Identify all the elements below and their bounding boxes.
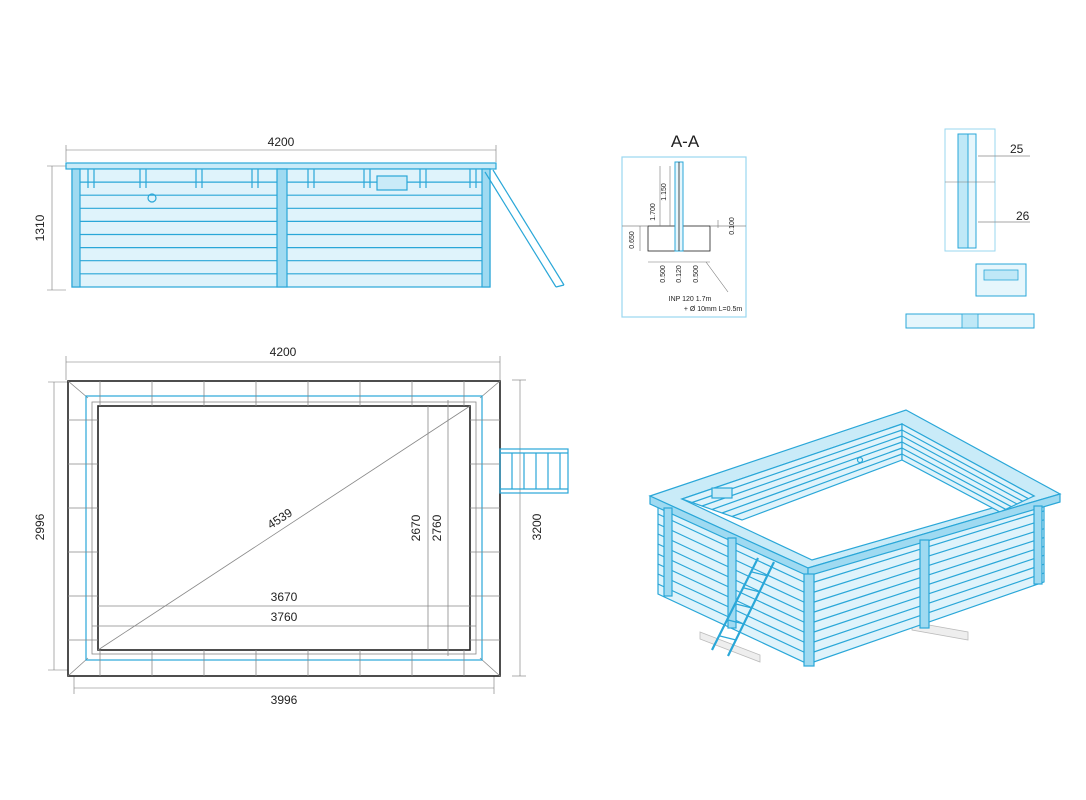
- section-note-line-1: INP 120 1.7m: [669, 296, 712, 303]
- section-note-line-2: + Ø 10mm L=0.5m: [684, 306, 743, 313]
- section-a-a: A-A 1.700 1.150 0.650 0.100 0.500 0.120 …: [621, 132, 747, 318]
- section-dim-0100: 0.100: [729, 217, 736, 235]
- plan-right-depth-label: 3200: [530, 513, 544, 540]
- section-dim-0120: 0.120: [676, 265, 683, 283]
- front-width-label: 4200: [268, 135, 295, 149]
- skimmer-3d: [711, 487, 733, 499]
- plan-inner-length-1: 3670: [271, 590, 298, 604]
- front-ladder: [484, 169, 565, 288]
- plan-bottom-width-label: 3996: [271, 693, 298, 707]
- plan-diagonal-label: 4539: [265, 505, 295, 531]
- front-post-right: [481, 168, 491, 288]
- plan-top-width-label: 4200: [270, 345, 297, 359]
- front-post-middle: [276, 168, 288, 288]
- perspective-view: [648, 409, 1062, 667]
- inlet-3d: [856, 456, 864, 464]
- inner-plank-line: [711, 441, 903, 511]
- plan-view: 4200 3996 2996 3200 4539 2670 2760: [33, 345, 569, 707]
- plan-inner-pool: [97, 405, 471, 651]
- inner-plank-line: [901, 453, 1006, 510]
- section-dim-1150: 1.150: [661, 183, 668, 201]
- front-coping: [65, 162, 497, 170]
- callout-26: 26: [1016, 209, 1030, 223]
- front-elevation: 4200 1310: [33, 135, 565, 291]
- callout-25: 25: [1010, 142, 1024, 156]
- front-height-label: 1310: [33, 214, 47, 241]
- plan-outer-frame: [67, 380, 501, 677]
- connector-detail: 25 26: [905, 128, 1035, 329]
- inner-plank-line: [901, 447, 1012, 508]
- plan-diagonal: [97, 405, 471, 651]
- inner-plank-line: [701, 435, 903, 507]
- section-dim-1700: 1.700: [650, 203, 657, 221]
- inner-plank-line: [901, 429, 1029, 500]
- skimmer-opening: [376, 175, 408, 191]
- plan-inner-depth-2: 2760: [430, 514, 444, 541]
- plan-ladder: [499, 448, 569, 494]
- ladder-3d: [711, 557, 775, 657]
- plan-inner-depth-1: 2670: [409, 514, 423, 541]
- section-dim-0650: 0.650: [629, 231, 636, 249]
- inlet-nozzle: [147, 193, 157, 203]
- inner-plank-line: [731, 453, 903, 518]
- inner-plank-line: [721, 447, 903, 514]
- inner-plank-line: [901, 441, 1018, 505]
- front-post-left: [71, 168, 81, 288]
- plan-wall-outer: [85, 395, 483, 661]
- section-title: A-A: [671, 132, 700, 151]
- plan-left-depth-label: 2996: [33, 513, 47, 540]
- plan-inner-length-2: 3760: [271, 610, 298, 624]
- section-dim-0500-a: 0.500: [660, 265, 667, 283]
- inner-plank-line: [901, 435, 1023, 502]
- section-dim-0500-b: 0.500: [693, 265, 700, 283]
